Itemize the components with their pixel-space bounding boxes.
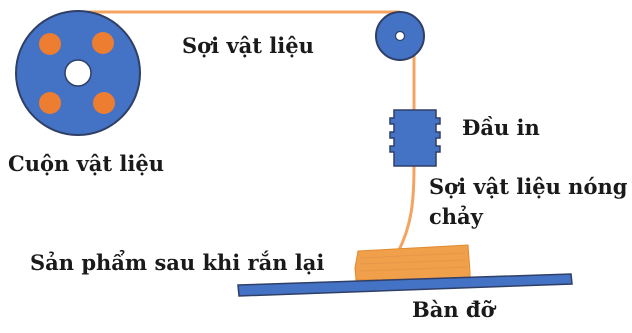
molten-filament [396, 165, 416, 253]
material-spool [15, 10, 141, 136]
pulley [375, 11, 425, 61]
product-texture [359, 252, 468, 272]
label-print-head: Đầu in [462, 115, 540, 140]
label-product-after-solidifying: Sản phẩm sau khi rắn lại [30, 250, 325, 275]
spool-center-hole [64, 59, 92, 87]
build-plate-bar [237, 273, 573, 297]
label-build-plate: Bàn đỡ [412, 297, 495, 322]
pulley-axle [394, 30, 406, 42]
spool-hole-top-left [39, 33, 61, 55]
label-material-spool: Cuộn vật liệu [8, 151, 164, 176]
spool-hole-top-right [92, 32, 114, 54]
spool-hole-bottom-right [93, 92, 115, 114]
label-molten-filament-line2: chảy [429, 204, 483, 230]
label-filament: Sợi vật liệu [182, 33, 314, 58]
printed-product [354, 244, 471, 281]
build-plate [237, 273, 573, 297]
label-molten-filament-line1: Sợi vật liệu nóng [429, 174, 628, 199]
print-head [389, 109, 441, 167]
spool-hole-bottom-left [39, 92, 61, 114]
print-head-body [389, 109, 441, 167]
label-molten-filament: Sợi vật liệu nóng chảy [429, 172, 627, 233]
